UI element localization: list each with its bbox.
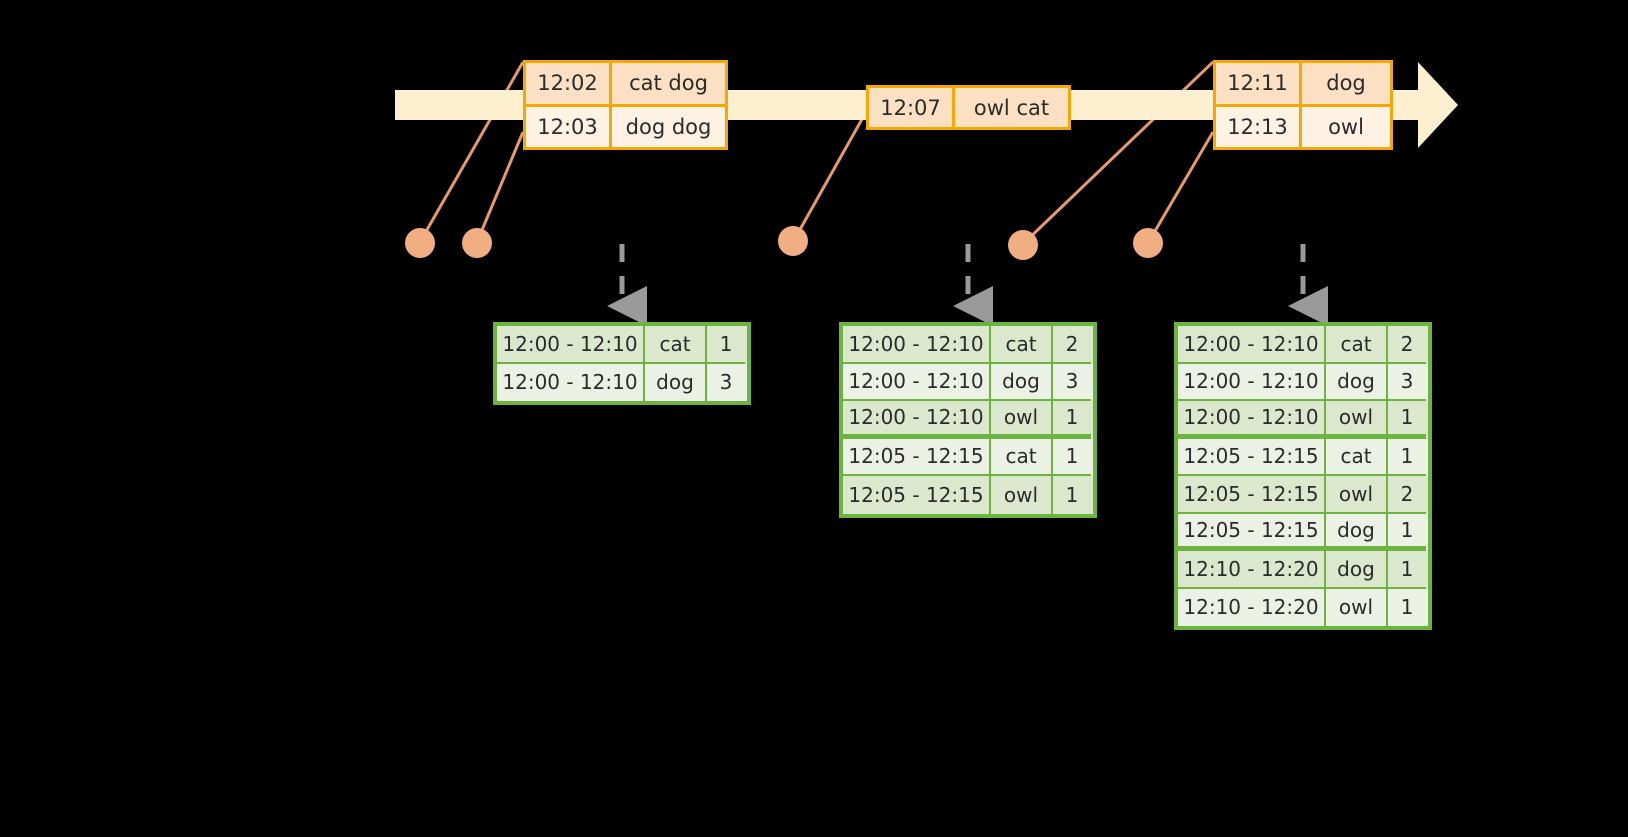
- cell-count: 2: [1388, 476, 1426, 514]
- event-time: 12:02: [526, 63, 612, 104]
- cell-window: 12:05 - 12:15: [1178, 476, 1326, 514]
- cell-word: owl: [991, 401, 1053, 439]
- event-time: 12:03: [526, 106, 612, 147]
- cell-window: 12:00 - 12:10: [1178, 326, 1326, 364]
- event-row[interactable]: 12:02 cat dog: [526, 63, 725, 104]
- cell-word: dog: [1326, 551, 1388, 589]
- cell-word: cat: [1326, 438, 1388, 476]
- cell-count: 1: [1388, 439, 1426, 476]
- cell-count: 2: [1053, 326, 1091, 364]
- cell-count: 1: [1065, 482, 1079, 507]
- dashed-arrows: [607, 244, 1328, 326]
- cell-count: 3: [1388, 364, 1426, 401]
- cell-window: 12:10 - 12:20: [1178, 551, 1326, 589]
- event-box-1[interactable]: 12:02 cat dog 12:03 dog dog: [523, 60, 728, 150]
- cell-window: 12:00 - 12:10: [843, 363, 991, 401]
- cell-count: 3: [1053, 364, 1091, 401]
- cell-window: 12:00 - 12:10: [1178, 401, 1326, 439]
- event-row[interactable]: 12:03 dog dog: [526, 103, 725, 147]
- cell-count: 1: [1400, 595, 1414, 620]
- cell-count: 1: [1388, 551, 1426, 589]
- event-words: owl: [1328, 114, 1364, 139]
- marker-dot-4: [1008, 230, 1038, 260]
- marker-dot-2: [462, 228, 492, 258]
- event-time: 12:07: [869, 88, 955, 127]
- cell-window: 12:00 - 12:10: [843, 326, 991, 364]
- cell-word: owl: [1326, 476, 1388, 514]
- event-words: dog: [1326, 71, 1366, 96]
- cell-window: 12:05 - 12:15: [843, 476, 991, 514]
- cell-word: owl: [1326, 588, 1388, 626]
- cell-word: cat: [991, 326, 1053, 364]
- cell-word: owl: [991, 476, 1053, 514]
- event-row[interactable]: 12:07 owl cat: [869, 88, 1068, 127]
- event-words: cat dog: [629, 71, 708, 96]
- event-words: owl cat: [973, 95, 1050, 120]
- cell-word: dog: [991, 363, 1053, 401]
- event-time: 12:13: [1216, 106, 1302, 147]
- cell-window: 12:05 - 12:15: [1178, 438, 1326, 476]
- cell-count: 1: [1388, 514, 1426, 551]
- cell-window: 12:00 - 12:10: [843, 401, 991, 439]
- event-time: 12:11: [1216, 63, 1302, 104]
- cell-word: cat: [1326, 326, 1388, 364]
- marker-dot-1: [405, 228, 435, 258]
- event-words: dog dog: [625, 114, 712, 139]
- cell-word: dog: [1326, 363, 1388, 401]
- cell-window: 12:00 - 12:10: [497, 326, 645, 364]
- cell-window: 12:00 - 12:10: [1178, 363, 1326, 401]
- event-box-2[interactable]: 12:07 owl cat: [866, 85, 1071, 130]
- event-row[interactable]: 12:13 owl: [1216, 103, 1390, 147]
- cell-word: cat: [645, 326, 707, 364]
- cell-count: 1: [1388, 401, 1426, 439]
- cell-count: 1: [1053, 439, 1091, 476]
- cell-count: 1: [1053, 401, 1091, 439]
- cell-window: 12:05 - 12:15: [843, 438, 991, 476]
- cell-count: 3: [719, 370, 733, 395]
- cell-window: 12:10 - 12:20: [1178, 588, 1326, 626]
- cell-word: owl: [1326, 401, 1388, 439]
- cell-count: 1: [707, 326, 745, 364]
- marker-dots: [405, 226, 1163, 260]
- event-row[interactable]: 12:11 dog: [1216, 63, 1390, 104]
- cell-window: 12:00 - 12:10: [497, 363, 645, 401]
- cell-word: cat: [991, 438, 1053, 476]
- marker-dot-3: [778, 226, 808, 256]
- event-box-3[interactable]: 12:11 dog 12:13 owl: [1213, 60, 1393, 150]
- cell-count: 2: [1388, 326, 1426, 364]
- cell-word: dog: [1326, 513, 1388, 551]
- cell-word: dog: [645, 363, 707, 401]
- cell-window: 12:05 - 12:15: [1178, 513, 1326, 551]
- marker-dot-5: [1133, 228, 1163, 258]
